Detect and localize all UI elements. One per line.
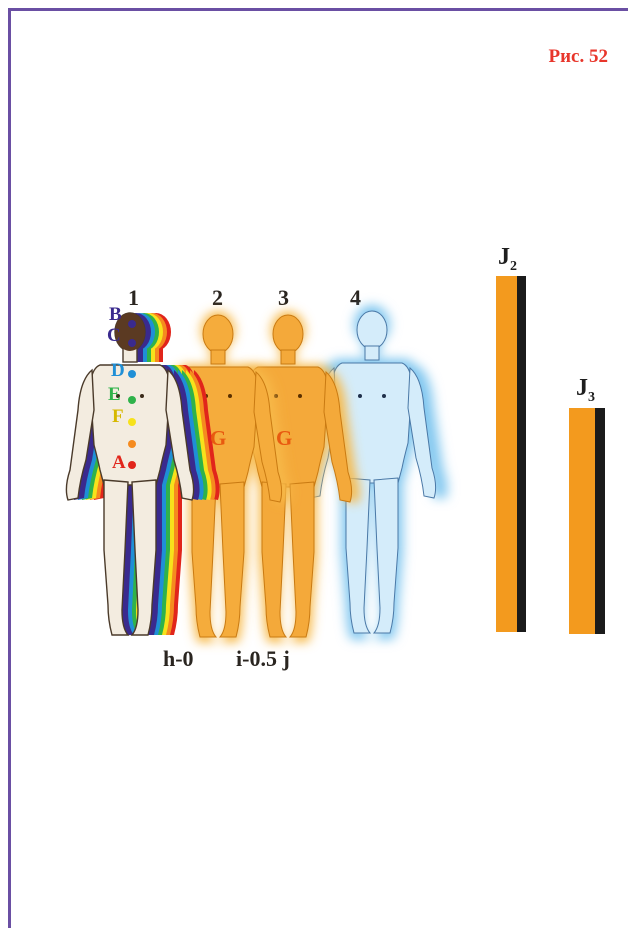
figure-number-4: 4 [350,285,361,310]
figure-2-letter: G [210,426,227,450]
figure-3-letter: G [276,426,293,450]
chakra-letter-c: C [107,325,121,346]
chakra-letter-b: B [109,304,122,325]
bar-j3 [569,408,605,634]
figure-3-orange-body [216,310,360,643]
bar-j2-orange [496,276,517,632]
chakra-letter-e: E [108,384,121,405]
figure-number-1: 1 [128,285,139,310]
figure-1-chakra-body [65,312,220,636]
chakra-letter-a: A [112,452,126,473]
chakra-letter-d: D [111,360,125,381]
bar-j2-dark [517,276,526,632]
bar-j3-dark [595,408,605,634]
page-frame [8,8,628,928]
figure-number-3: 3 [278,285,289,310]
figure-number-2: 2 [212,285,223,310]
bar-j2-label: J2 [498,244,517,274]
chakra-letter-f: F [112,406,124,427]
figure-label: Рис. 52 [548,46,609,67]
bar-j2 [496,276,526,632]
label-i: i-0.5 j [236,646,290,671]
label-h: h-0 [163,646,194,671]
bar-j3-label: J3 [576,375,595,405]
figure-4-blue-body [296,304,448,640]
bar-j3-orange [569,408,595,634]
